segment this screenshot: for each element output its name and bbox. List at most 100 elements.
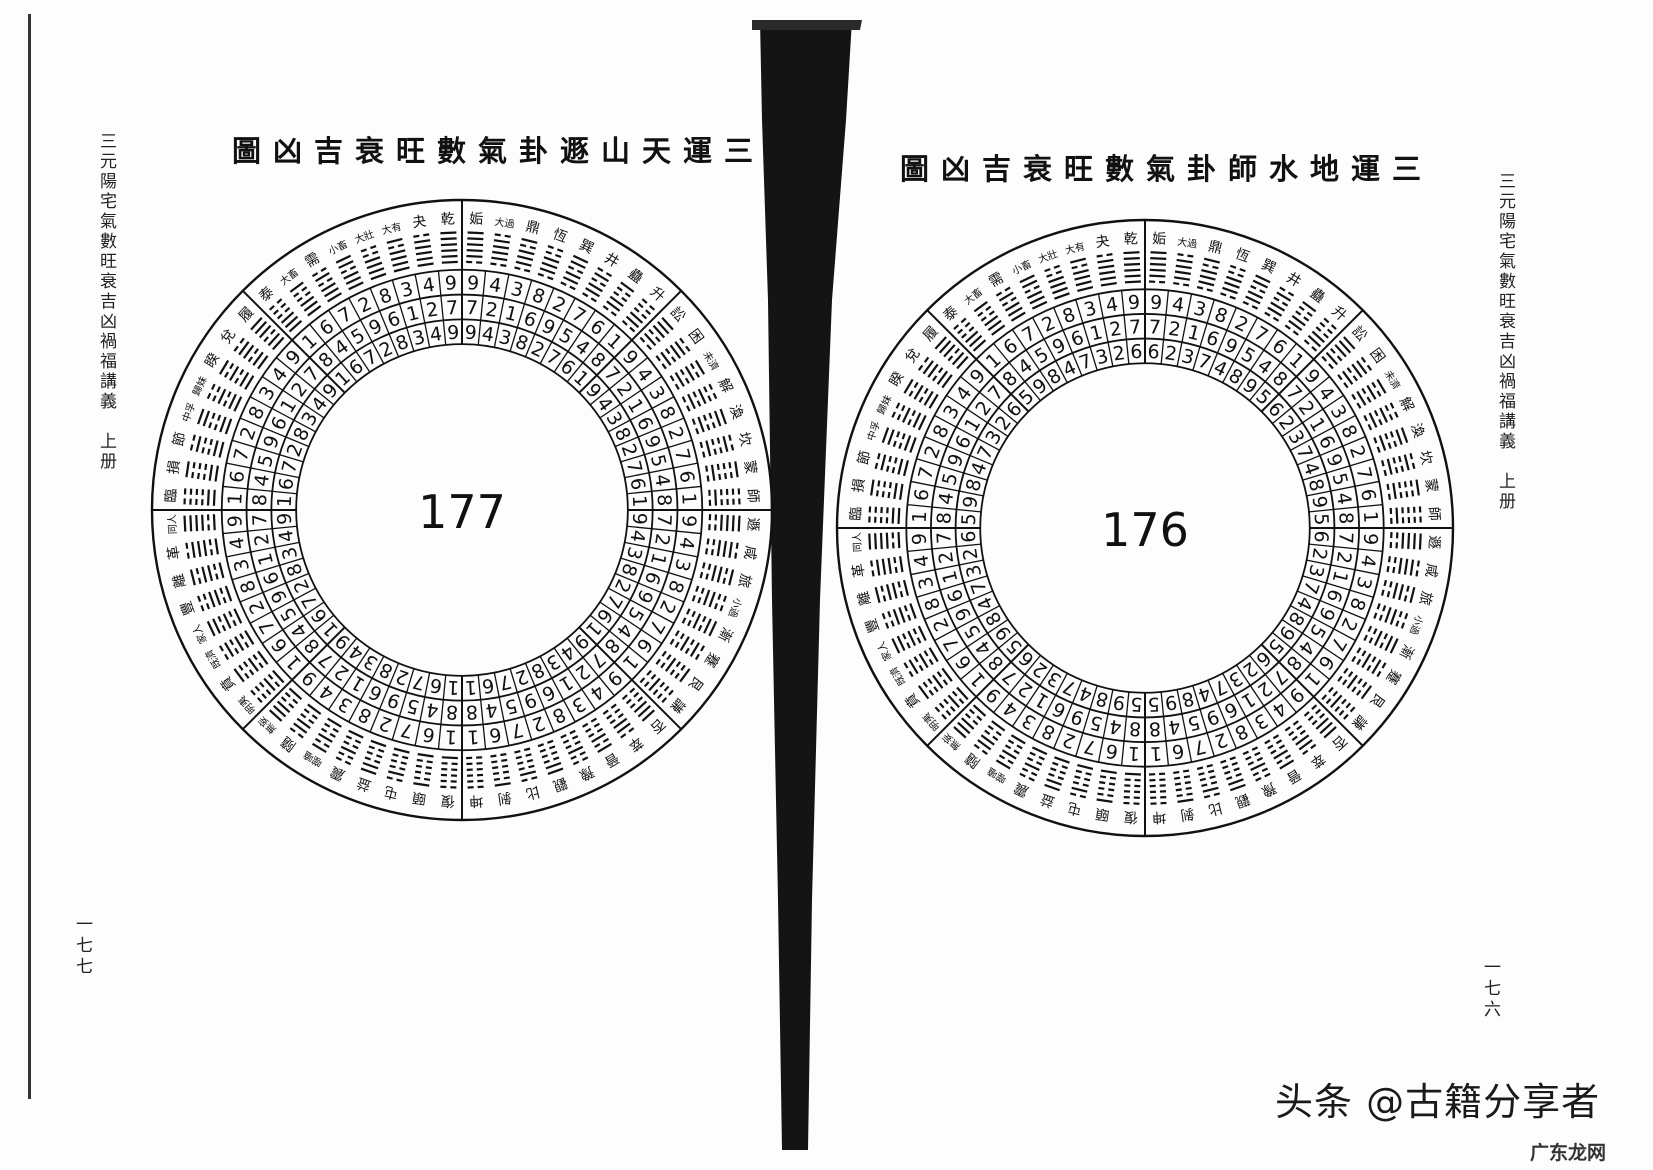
yin-line: [1315, 326, 1322, 332]
yin-line: [1281, 301, 1289, 307]
yin-line: [574, 740, 581, 745]
yang-line: [885, 532, 889, 549]
hexagram-name: 訟: [1348, 323, 1369, 344]
yang-line: [629, 311, 644, 324]
yang-line: [923, 390, 934, 406]
cell-divider: [1271, 376, 1330, 424]
yang-line: [370, 272, 387, 281]
yin-line: [1186, 792, 1193, 796]
yin-line: [877, 480, 881, 487]
yang-line: [393, 747, 410, 754]
yin-line: [729, 471, 733, 479]
middle-number: 5: [404, 694, 421, 718]
yang-line: [734, 461, 739, 478]
hexagram-name: 比: [524, 783, 541, 802]
yin-line: [218, 645, 224, 652]
yang-line: [1175, 264, 1192, 270]
yin-line: [196, 472, 201, 480]
yang-line: [927, 363, 939, 378]
yang-line: [467, 231, 484, 235]
hexagram-name: 小畜: [1010, 257, 1034, 277]
yin-line: [590, 717, 597, 723]
hexagram-symbol: [1096, 253, 1117, 287]
hexagram-name: 晉: [1283, 765, 1303, 786]
yin-line: [1055, 270, 1063, 275]
yin-line: [1311, 704, 1318, 711]
yin-line: [1386, 483, 1390, 491]
yang-line: [202, 410, 211, 427]
yang-line: [492, 250, 509, 256]
yin-line: [1349, 706, 1356, 713]
yang-line: [585, 287, 600, 298]
yang-line: [674, 372, 685, 387]
yang-line: [214, 465, 219, 482]
yin-line: [901, 633, 907, 640]
yin-line: [1395, 620, 1400, 627]
yin-line: [1173, 282, 1180, 286]
yang-line: [1031, 300, 1048, 310]
yin-line: [722, 595, 727, 602]
yin-line: [660, 662, 666, 669]
inner-number: 3: [410, 326, 427, 350]
yin-line: [684, 377, 690, 384]
yin-line: [1267, 744, 1274, 750]
hexagram-symbol: [891, 402, 927, 431]
hexagram-name: 乾: [1123, 231, 1138, 248]
yang-line: [272, 336, 285, 351]
yang-line: [588, 282, 603, 293]
yang-line: [1004, 301, 1020, 312]
middle-number: 8: [1148, 717, 1161, 740]
yang-line: [183, 515, 187, 532]
yin-line: [874, 462, 879, 470]
inner-number: 9: [959, 495, 983, 510]
yin-line: [1004, 286, 1011, 292]
yin-line: [668, 689, 674, 696]
hexagram-symbol: [413, 233, 434, 267]
yin-line: [1227, 270, 1235, 275]
inner-number: 2: [1163, 342, 1178, 366]
yang-line: [972, 704, 987, 717]
outer-number: 8: [1060, 303, 1079, 328]
middle-number: 2: [484, 298, 499, 322]
yin-line: [560, 734, 567, 739]
yin-line: [233, 345, 239, 352]
cell-divider: [924, 436, 994, 466]
yin-line: [296, 296, 303, 303]
yin-line: [674, 630, 680, 637]
yang-line: [1177, 798, 1194, 803]
yang-line: [293, 722, 308, 734]
yin-line: [734, 552, 738, 559]
hexagram-symbol: [1337, 667, 1373, 700]
hexagram-name: 夬: [411, 213, 427, 231]
yang-line: [728, 541, 733, 558]
yang-line: [440, 231, 457, 235]
hexagram-name: 震: [328, 763, 347, 783]
yang-line: [228, 393, 237, 410]
yang-line: [737, 515, 741, 532]
yin-line: [221, 624, 227, 632]
yin-line: [1108, 788, 1115, 792]
inner-number: 6: [958, 530, 981, 543]
yang-line: [902, 460, 909, 477]
yin-line: [1330, 348, 1336, 354]
yin-line: [1254, 751, 1261, 757]
yin-line: [377, 748, 385, 753]
yin-line: [888, 455, 892, 463]
yang-line: [414, 244, 432, 250]
yin-line: [1261, 767, 1269, 773]
yang-line: [1007, 306, 1023, 317]
yin-line: [292, 698, 299, 705]
yang-line: [257, 650, 269, 665]
middle-number: 1: [1185, 321, 1202, 345]
yang-line: [252, 351, 264, 366]
cell-divider: [566, 323, 615, 383]
yin-line: [637, 302, 644, 309]
yang-line: [191, 541, 196, 558]
yang-line: [360, 767, 377, 775]
yin-line: [1303, 711, 1310, 717]
yin-line: [1187, 254, 1194, 258]
yin-line: [1013, 749, 1020, 755]
yin-line: [936, 671, 943, 678]
hexagram-symbol: [386, 747, 410, 783]
